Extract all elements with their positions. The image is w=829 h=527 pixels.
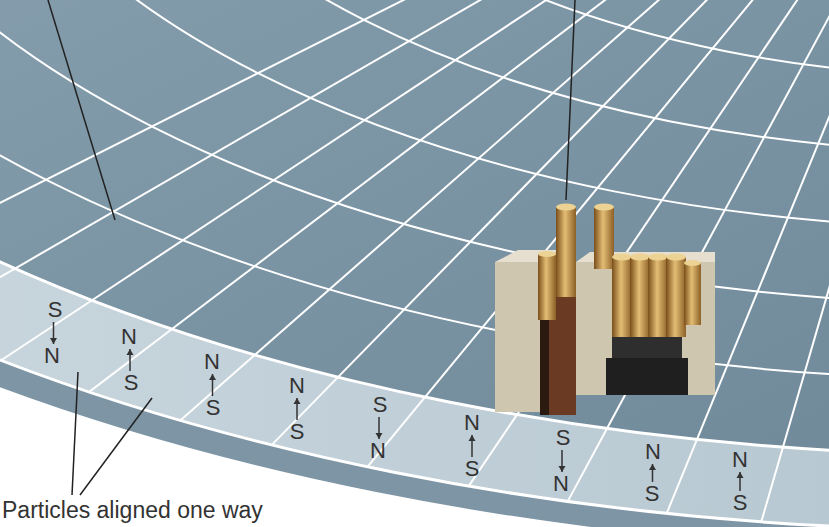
pole-letter: N [44, 345, 60, 367]
head-gap [606, 358, 688, 395]
pole-letter: S [733, 492, 748, 514]
cell-divider [568, 429, 607, 502]
leader-line [72, 372, 78, 495]
leader-line [566, 0, 575, 200]
arrow-head [737, 472, 744, 478]
track-arc [102, 0, 829, 153]
pole-letter: N [732, 449, 748, 471]
pole-letter: N [204, 351, 220, 373]
coil-winding [630, 254, 650, 261]
arrow-head [469, 435, 476, 441]
track-arc [0, 0, 829, 229]
coil-winding [538, 254, 556, 320]
coil-winding [538, 251, 556, 257]
coil-shadow [612, 335, 682, 358]
sector-line [783, 0, 829, 447]
sector-line [697, 0, 829, 439]
pole-letter: N [645, 441, 661, 463]
cell-divider [667, 439, 697, 513]
pole-letter: S [290, 421, 305, 443]
coil-winding [594, 204, 614, 211]
callout-label: Particles aligned one way [2, 499, 263, 522]
arrow-head [50, 338, 57, 344]
pole-letter: N [370, 440, 386, 462]
pole-letter: S [124, 372, 139, 394]
read-write-head [495, 204, 715, 416]
pole-letter: S [206, 397, 221, 419]
head-block [495, 262, 540, 412]
pole-letter: N [121, 326, 137, 348]
pole-letter: S [645, 483, 660, 505]
coil-winding [594, 207, 614, 269]
coil-winding [648, 254, 668, 261]
sector-line [15, 0, 705, 269]
coil-winding [684, 260, 701, 266]
pole-letter: S [465, 458, 480, 480]
cell-divider [761, 447, 783, 522]
coil-winding [648, 257, 668, 337]
coil-winding [666, 257, 686, 337]
leader-line [80, 398, 152, 495]
pole-letter: N [464, 412, 480, 434]
arrow-head [294, 398, 301, 404]
pole-letter: S [48, 299, 63, 321]
arrow-head [559, 466, 566, 472]
coil-winding [630, 257, 650, 337]
coil-winding [556, 204, 576, 211]
pole-letter: S [556, 427, 571, 449]
sector-line [607, 0, 829, 429]
arrow-head [376, 433, 383, 439]
cell-divider [0, 269, 15, 326]
coil [538, 204, 701, 338]
sector-line [0, 0, 682, 233]
coil-winding [666, 254, 686, 261]
sector-line [425, 0, 828, 397]
arrow-head [209, 374, 216, 380]
pole-letter: S [373, 394, 388, 416]
coil-winding [556, 207, 576, 297]
polarity-arrows [50, 322, 744, 491]
track-arc [0, 0, 829, 304]
disk-surface [0, 0, 829, 455]
coil-winding [612, 254, 632, 261]
sector-line [92, 0, 728, 300]
leader-line [48, 0, 115, 220]
arrow-head [127, 349, 134, 355]
pole-letter: N [289, 375, 305, 397]
sector-line [517, 0, 829, 415]
track-arc [401, 0, 829, 2]
coil-winding [612, 257, 632, 337]
coil-winding [684, 263, 701, 325]
pole-letter: N [553, 473, 569, 495]
arrow-head [649, 464, 656, 470]
